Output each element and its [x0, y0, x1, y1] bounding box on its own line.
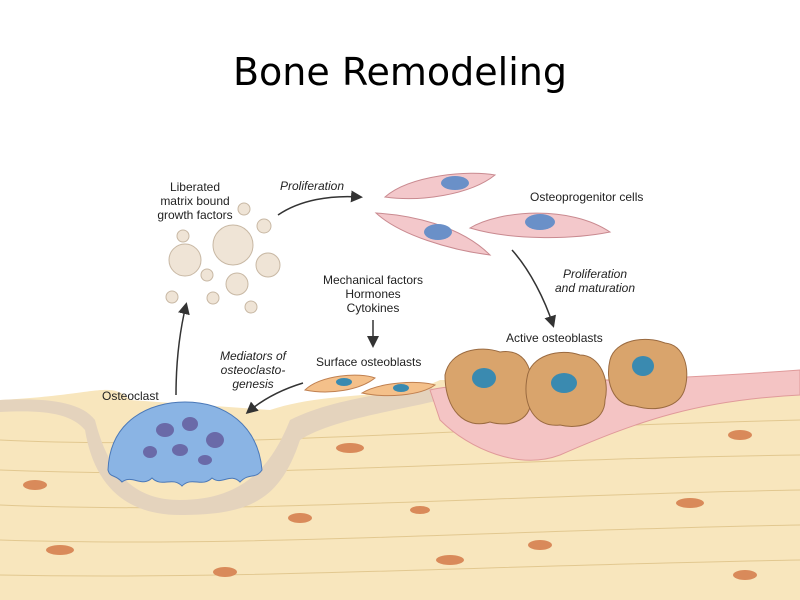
label-stimuli: Mechanical factors Hormones Cytokines: [310, 273, 436, 315]
bone-lining: [0, 385, 440, 515]
label-line: growth factors: [157, 208, 233, 222]
growth-factor-particles: [165, 202, 281, 314]
label-line: osteoclasto-: [220, 363, 286, 377]
label-surface-osteoblasts: Surface osteoblasts: [316, 355, 422, 369]
label-line: Liberated: [169, 180, 221, 194]
label-line: Hormones: [345, 287, 401, 301]
arrow-proliferation: [277, 190, 363, 216]
surface-osteoblasts: [303, 374, 437, 397]
arrow-mediators: [245, 382, 304, 414]
arrow-osteoclast-up: [175, 302, 190, 396]
label-line: Mediators of: [219, 349, 287, 363]
osteoclast-cell: [107, 401, 263, 487]
label-line: matrix bound: [160, 194, 230, 208]
label-line: Cytokines: [346, 301, 400, 315]
osteocytes: [23, 430, 757, 580]
label-osteoprogenitor-cells: Osteoprogenitor cells: [530, 190, 644, 204]
page-title: Bone Remodeling: [232, 50, 568, 94]
active-osteoblasts: [444, 338, 688, 427]
label-line: and maturation: [554, 281, 636, 295]
arrow-maturation: [511, 249, 556, 328]
label-line: Proliferation: [562, 267, 628, 281]
label-proliferation: Proliferation: [280, 179, 345, 193]
label-growth-factors: Liberated matrix bound growth factors: [150, 180, 240, 222]
osteoprogenitor-cells: [374, 172, 612, 256]
label-proliferation-maturation: Proliferation and maturation: [540, 267, 650, 295]
label-active-osteoblasts: Active osteoblasts: [506, 331, 603, 345]
label-mediators: Mediators of osteoclasto- genesis: [208, 349, 298, 391]
label-line: Mechanical factors: [322, 273, 424, 287]
label-osteoclast: Osteoclast: [102, 389, 159, 403]
label-line: genesis: [232, 377, 274, 391]
